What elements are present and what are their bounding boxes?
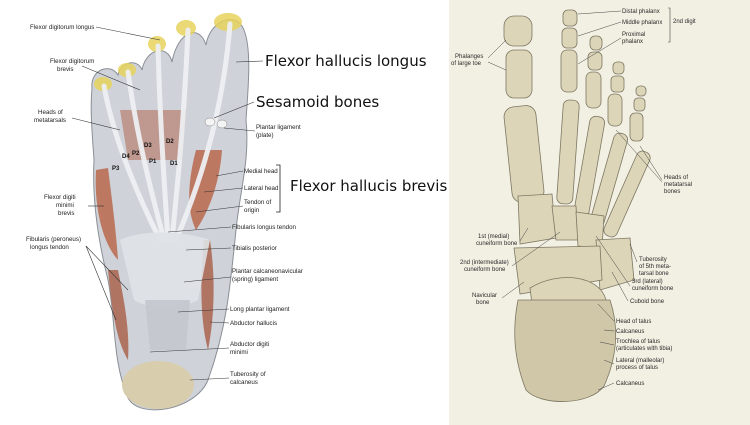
- label-fibularis-longus-tendon: Fibularis longus tendon: [232, 224, 297, 231]
- label-flexor-digitorum-longus: Flexor digitorum longus: [30, 24, 94, 31]
- left-panel-plantar-foot: D4 P2 D3 D2 P3 P1 D1 Flexor digitorum lo…: [26, 13, 447, 411]
- sesamoid-bone: [204, 117, 216, 127]
- fifth-metatarsal: [603, 150, 651, 238]
- second-metatarsal: [556, 99, 580, 205]
- callout-flexor-hallucis-longus: Flexor hallucis longus: [265, 52, 427, 70]
- fourth-toe-proximal-phalanx: [607, 93, 623, 127]
- callout-flexor-hallucis-brevis: Flexor hallucis brevis: [290, 177, 447, 195]
- long-plantar-ligament: [145, 300, 190, 350]
- label-calcaneus-lower: Calcaneus: [616, 381, 644, 387]
- label-medial-head: Medial head: [244, 168, 278, 175]
- label-trochlea-of-talus: Trochlea of talus(articulates with tibia…: [616, 339, 672, 352]
- label-2nd-intermediate-cuneiform-bone: 2nd (intermediate)cuneiform bone: [460, 260, 509, 273]
- second-toe-proximal-phalanx: [560, 49, 578, 93]
- medial-cuneiform: [517, 193, 557, 245]
- toe-fat-pad: [214, 13, 242, 31]
- interossei-muscles: [120, 110, 186, 160]
- flexor-hallucis-brevis-bracket: [276, 164, 281, 213]
- abductor-digiti-minimi-muscle: [108, 270, 129, 360]
- label-distal-phalanx: Distal phalanx: [622, 9, 660, 15]
- great-toe-proximal-phalanx: [505, 49, 533, 99]
- fifth-toe-proximal-phalanx: [629, 112, 644, 142]
- fifth-toe-distal-phalanx: [635, 85, 647, 97]
- label-head-of-talus: Head of talus: [616, 319, 651, 325]
- label-middle-phalanx: Middle phalanx: [622, 20, 662, 26]
- interosseous-mark: D1: [170, 161, 178, 167]
- fourth-toe-middle-phalanx: [610, 75, 625, 93]
- sesamoid-bone: [216, 119, 228, 129]
- label-plantar-ligament: Plantar ligament(plate): [256, 124, 301, 139]
- interosseous-mark: P3: [112, 166, 120, 172]
- callout-sesamoid-bones: Sesamoid bones: [256, 93, 379, 111]
- third-toe-distal-phalanx: [589, 35, 603, 51]
- interosseous-mark: P1: [149, 159, 157, 165]
- label-calcaneus-upper: Calcaneus: [616, 329, 644, 335]
- flexor-tendons: [101, 21, 233, 243]
- bones: [503, 9, 651, 402]
- plantar-aponeurosis-fan: [120, 232, 210, 308]
- label-lateral-malleolar-process-of-talus: Lateral (malleolar)process of talus: [616, 358, 664, 371]
- third-toe-middle-phalanx: [587, 51, 603, 71]
- great-toe-distal-phalanx: [503, 15, 533, 47]
- label-long-plantar-ligament: Long plantar ligament: [230, 306, 290, 313]
- fourth-toe-distal-phalanx: [612, 61, 625, 75]
- label-plantar-calcaneonavicular-ligament: Plantar calcaneonavicular(spring) ligame…: [232, 268, 303, 283]
- digit-bracket: [668, 7, 671, 43]
- calcaneal-tuberosity: [122, 361, 194, 409]
- label-cuboid-bone: Cuboid bone: [630, 299, 665, 305]
- label-3rd-lateral-cuneiform-bone: 3rd (lateral)cuneiform bone: [632, 279, 674, 292]
- label-2nd-digit: 2nd digit: [673, 19, 696, 25]
- interosseous-mark: D2: [166, 139, 174, 145]
- flexor-digiti-minimi-muscle: [95, 168, 118, 260]
- toe-fat-pad: [176, 20, 196, 36]
- label-abductor-hallucis: Abductor hallucis: [230, 320, 277, 327]
- second-toe-distal-phalanx: [562, 9, 578, 27]
- flexor-hallucis-brevis-muscle: [189, 150, 222, 230]
- label-1st-medial-cuneiform-bone: 1st (medial)cuneiform bone: [476, 234, 518, 247]
- third-toe-proximal-phalanx: [585, 71, 602, 109]
- label-tibialis-posterior: Tibialis posterior: [232, 245, 277, 252]
- label-lateral-head: Lateral head: [244, 185, 279, 192]
- interosseous-mark: P2: [132, 151, 140, 157]
- calcaneus: [514, 299, 617, 402]
- second-toe-middle-phalanx: [561, 27, 578, 49]
- interosseous-mark: D4: [122, 154, 130, 160]
- interosseous-mark: D3: [144, 143, 152, 149]
- fifth-toe-middle-phalanx: [633, 97, 646, 112]
- label-fibularis-peroneus-longus-tendon: Fibularis (peroneus)longus tendon: [26, 236, 81, 251]
